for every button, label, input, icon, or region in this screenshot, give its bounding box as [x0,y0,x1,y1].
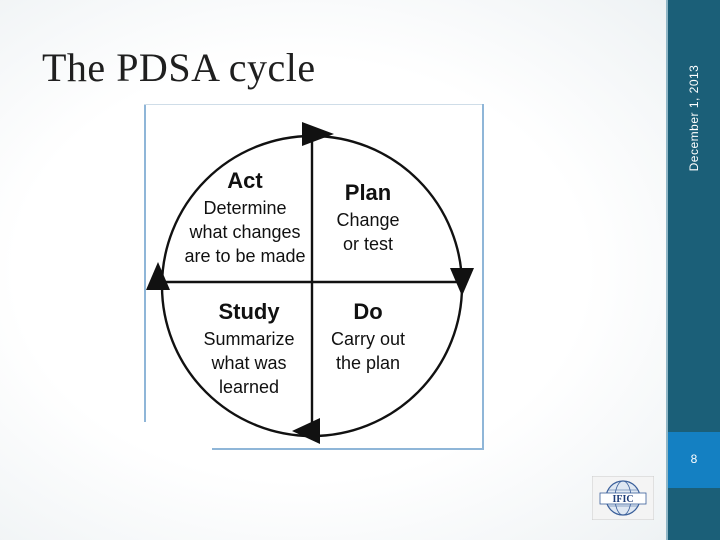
logo-text: IFIC [612,494,633,505]
act-line-3: are to be made [184,246,305,266]
plan-line-2: or test [343,234,393,254]
act-line-1: Determine [203,198,286,218]
frame-top-edge [144,104,484,105]
arrow-down-icon [450,268,474,296]
study-line-3: learned [219,377,279,397]
sidebar-divider [666,0,668,540]
arrow-up-icon [146,262,170,290]
frame-left-edge [144,104,146,422]
study-line-2: what was [210,353,286,373]
study-line-1: Summarize [203,329,294,349]
page-title: The PDSA cycle [42,45,316,90]
pdsa-diagram-frame: Act Determine what changes are to be mad… [144,104,484,450]
page-number: 8 [690,452,698,466]
plan-heading: Plan [345,180,391,205]
do-heading: Do [353,299,382,324]
arrow-left-icon [292,418,320,444]
arrow-right-icon [302,122,334,146]
frame-right-edge [482,104,484,450]
do-line-2: the plan [336,353,400,373]
act-line-2: what changes [188,222,300,242]
do-line-1: Carry out [331,329,405,349]
study-heading: Study [218,299,280,324]
ific-logo: IFIC [592,476,654,520]
slide-date: December 1, 2013 [687,64,701,172]
page-number-box: 8 [668,432,720,488]
act-heading: Act [227,168,263,193]
frame-bottom-edge [212,448,484,450]
plan-line-1: Change [336,210,399,230]
pdsa-cycle-diagram: Act Determine what changes are to be mad… [146,122,474,444]
